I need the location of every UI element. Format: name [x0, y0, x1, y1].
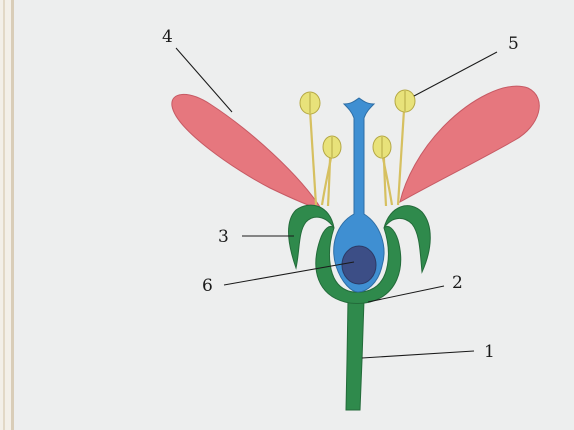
- leader-line-4: [175, 47, 233, 113]
- petal-right: [399, 85, 540, 203]
- sepal-left: [287, 204, 335, 270]
- pistil: [333, 97, 385, 293]
- leader-line-2: [367, 285, 445, 303]
- leader-line-6: [223, 261, 355, 286]
- stem: [345, 299, 365, 411]
- leader-line-1: [361, 350, 475, 359]
- leader-line-5: [413, 51, 498, 97]
- label-2: 2: [452, 273, 463, 293]
- label-5: 5: [508, 34, 519, 54]
- ovule: [341, 245, 377, 285]
- page-frame-edge: [0, 0, 14, 430]
- sepal-right: [383, 205, 431, 274]
- label-1: 1: [484, 342, 495, 362]
- anthers: [299, 89, 416, 159]
- label-4: 4: [162, 27, 173, 47]
- label-6: 6: [202, 276, 213, 296]
- label-3: 3: [218, 227, 229, 247]
- petal-left: [171, 94, 324, 211]
